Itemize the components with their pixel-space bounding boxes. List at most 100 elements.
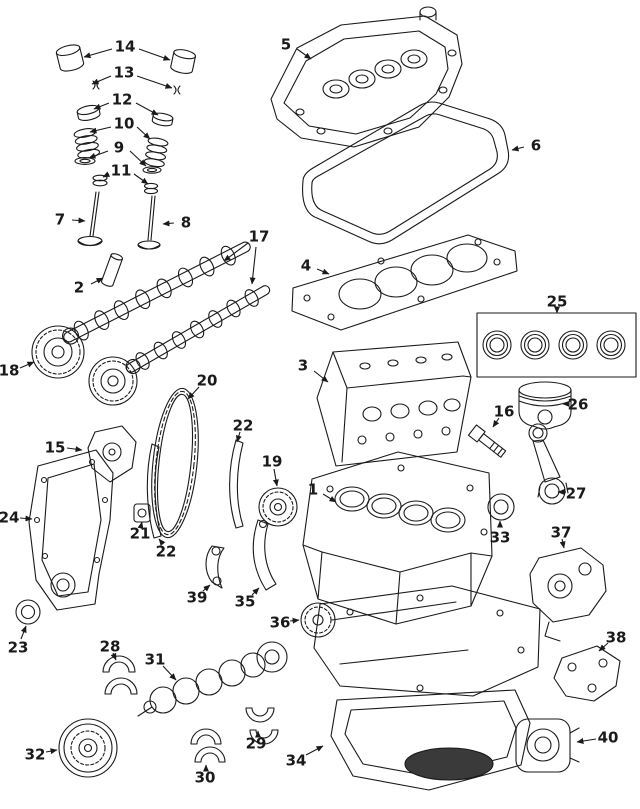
callout-leader-line	[272, 468, 279, 487]
callout-23: 23	[8, 625, 29, 657]
callout-13: 13	[91, 64, 173, 89]
callout-37: 37	[551, 524, 571, 549]
part-crank-sprocket	[258, 487, 298, 527]
callout-leader-line	[136, 126, 151, 140]
callout-18: 18	[0, 361, 35, 380]
callout-leader-line	[202, 584, 211, 592]
callout-22: 22	[233, 417, 254, 443]
callout-leader-line	[162, 220, 175, 227]
callout-label-39: 39	[187, 589, 208, 607]
callout-label-38: 38	[606, 629, 627, 647]
callout-2: 2	[74, 277, 104, 297]
callout-label-26: 26	[568, 396, 589, 414]
callout-label-23: 23	[8, 639, 29, 657]
callout-label-22: 22	[233, 417, 254, 435]
callout-12: 12	[93, 91, 159, 116]
callout-leader-line	[223, 242, 249, 262]
callout-15: 15	[45, 439, 83, 457]
part-exhaust-valve	[137, 195, 161, 250]
part-valve-keepers	[92, 80, 181, 95]
part-intake-valve	[77, 191, 103, 247]
callout-leader-line	[91, 75, 112, 85]
callout-4: 4	[301, 257, 330, 275]
callout-5: 5	[281, 36, 312, 60]
part-crank-seal-front	[15, 599, 41, 625]
callout-11: 11	[102, 162, 149, 185]
callout-leader-line	[138, 48, 171, 61]
callout-27: 27	[557, 485, 587, 503]
callout-leader-line	[322, 493, 337, 503]
part-balance-sprocket	[300, 602, 336, 638]
callout-label-17: 17	[249, 228, 270, 246]
part-camshaft-intake	[62, 241, 251, 345]
callout-label-18: 18	[0, 362, 19, 380]
callout-10: 10	[89, 115, 151, 140]
callout-label-15: 15	[45, 439, 66, 457]
callout-leader-line	[83, 48, 113, 59]
part-cam-sprockets	[31, 325, 138, 406]
part-crankshaft	[137, 641, 288, 717]
callout-label-28: 28	[100, 638, 121, 656]
callout-label-12: 12	[112, 91, 133, 109]
callout-leader-line	[102, 171, 111, 178]
callout-leader-line	[137, 521, 144, 530]
callout-leader-line	[20, 625, 27, 640]
callout-leader-line	[135, 102, 159, 116]
callout-label-22: 22	[156, 543, 177, 561]
callout-leader-line	[598, 642, 609, 652]
part-spring-seats	[74, 157, 162, 174]
callout-leader-line	[289, 617, 300, 624]
callout-label-13: 13	[114, 64, 135, 82]
callout-leader-line	[93, 102, 110, 110]
callout-34: 34	[286, 745, 324, 770]
callout-leader-line	[158, 538, 166, 546]
part-chain-guide-left	[146, 443, 162, 539]
part-valve-seals	[92, 174, 159, 195]
callout-22: 22	[156, 538, 177, 561]
callout-36: 36	[270, 614, 300, 632]
callout-label-25: 25	[547, 293, 568, 311]
part-chain-tensioner	[87, 425, 137, 483]
callout-leader-line	[162, 665, 177, 681]
callout-35: 35	[235, 587, 260, 611]
callout-label-11: 11	[111, 162, 132, 180]
part-spring-retainers	[76, 104, 174, 127]
part-oil-pump	[529, 547, 607, 642]
callout-leader-line	[492, 417, 500, 428]
callout-label-36: 36	[270, 614, 291, 632]
part-piston	[518, 381, 572, 430]
callout-leader-line	[19, 361, 35, 369]
callout-label-27: 27	[566, 485, 587, 503]
callout-leader-line	[316, 268, 330, 275]
callout-28: 28	[100, 638, 121, 661]
callout-32: 32	[25, 746, 58, 764]
callout-leader-line	[71, 217, 86, 224]
callout-40: 40	[576, 729, 618, 747]
callout-leader-line	[249, 246, 257, 285]
part-oil-pan-lower	[330, 689, 531, 791]
part-bearings-28	[102, 655, 138, 695]
callout-leader-line	[110, 652, 117, 661]
callout-label-2: 2	[74, 279, 84, 297]
part-mount-bracket	[553, 645, 621, 702]
callout-leader-line	[66, 446, 83, 453]
callout-label-33: 33	[490, 529, 511, 547]
part-piston-ring-set	[476, 312, 637, 378]
part-timing-chain	[151, 387, 199, 539]
parts-artwork	[15, 6, 637, 791]
part-sprocket-bolt	[467, 424, 507, 458]
callout-6: 6	[511, 137, 541, 155]
part-front-cover	[28, 449, 114, 611]
callout-21: 21	[130, 521, 150, 543]
callout-leader-line	[136, 75, 173, 89]
part-crank-seal-rear	[487, 493, 515, 521]
callout-14: 14	[83, 38, 171, 61]
callout-16: 16	[492, 403, 514, 428]
callout-25: 25	[547, 293, 568, 314]
callout-3: 3	[298, 357, 329, 383]
part-bearings-30	[190, 728, 226, 763]
callout-label-1: 1	[308, 481, 318, 499]
callout-leader-line	[187, 386, 200, 400]
callout-leader-line	[313, 370, 329, 383]
